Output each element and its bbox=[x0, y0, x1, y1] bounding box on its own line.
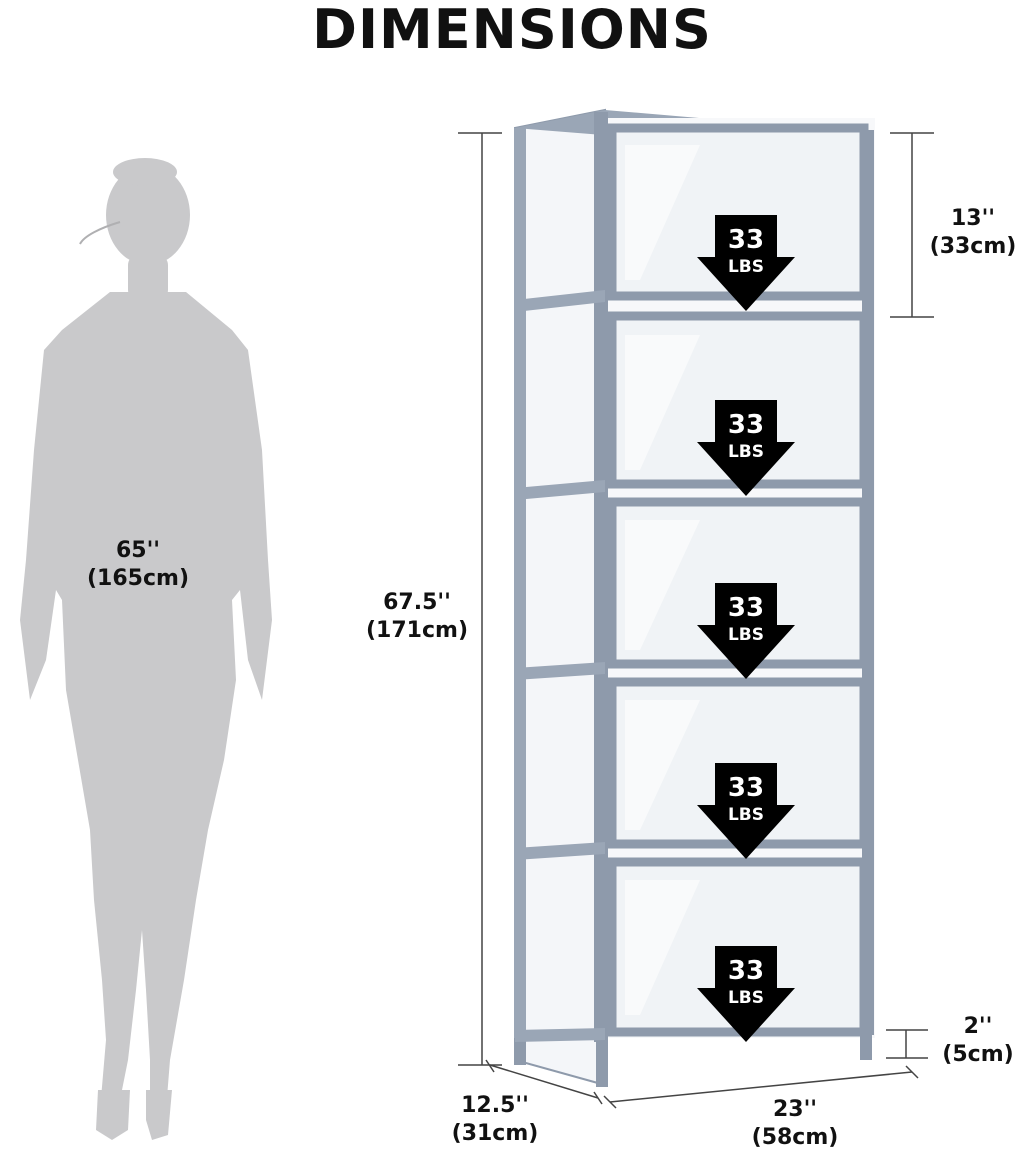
load-badge: 33 LBS bbox=[697, 763, 795, 859]
depth-imperial: 12.5'' bbox=[461, 1093, 529, 1118]
width-imperial: 23'' bbox=[772, 1097, 818, 1122]
cabinet bbox=[514, 108, 875, 1087]
person-silhouette bbox=[20, 158, 272, 1140]
load-badge: 33 LBS bbox=[697, 215, 795, 311]
down-arrow-icon bbox=[697, 215, 795, 311]
load-unit: LBS bbox=[727, 805, 765, 825]
load-value: 33 bbox=[727, 773, 765, 803]
load-unit: LBS bbox=[727, 442, 765, 462]
leg-height-metric: (5cm) bbox=[942, 1042, 1014, 1067]
load-unit: LBS bbox=[727, 988, 765, 1008]
load-badge: 33 LBS bbox=[697, 400, 795, 496]
total-height-metric: (171cm) bbox=[366, 618, 468, 643]
earring-detail bbox=[79, 221, 121, 245]
depth-line bbox=[485, 1059, 603, 1105]
width-line bbox=[603, 1065, 919, 1109]
load-value: 33 bbox=[727, 956, 765, 986]
load-unit: LBS bbox=[727, 625, 765, 645]
width-metric: (58cm) bbox=[751, 1125, 839, 1150]
leg-height-imperial: 2'' bbox=[963, 1014, 993, 1039]
total-height-imperial: 67.5'' bbox=[383, 590, 451, 615]
down-arrow-icon bbox=[697, 946, 795, 1042]
shelf-height-label: 13'' (33cm) bbox=[918, 205, 1024, 261]
down-arrow-icon bbox=[697, 583, 795, 679]
person-height-metric: (165cm) bbox=[87, 566, 189, 591]
load-unit: LBS bbox=[727, 257, 765, 277]
shelf-height-imperial: 13'' bbox=[950, 206, 996, 231]
depth-metric: (31cm) bbox=[451, 1121, 539, 1146]
down-arrow-icon bbox=[697, 763, 795, 859]
leg-height-line bbox=[886, 1029, 928, 1059]
depth-label: 12.5'' (31cm) bbox=[440, 1092, 550, 1148]
person-height-label: 65'' (165cm) bbox=[78, 537, 198, 593]
shelf-height-metric: (33cm) bbox=[929, 234, 1017, 259]
down-arrow-icon bbox=[697, 400, 795, 496]
width-label: 23'' (58cm) bbox=[735, 1096, 855, 1152]
load-value: 33 bbox=[727, 593, 765, 623]
total-height-line bbox=[458, 132, 502, 1066]
load-badge: 33 LBS bbox=[697, 946, 795, 1042]
person-height-imperial: 65'' bbox=[115, 538, 161, 563]
load-value: 33 bbox=[727, 225, 765, 255]
load-value: 33 bbox=[727, 410, 765, 440]
leg-height-label: 2'' (5cm) bbox=[928, 1013, 1024, 1069]
shelf-height-line bbox=[890, 132, 934, 318]
page-title: DIMENSIONS bbox=[312, 0, 712, 61]
load-badge: 33 LBS bbox=[697, 583, 795, 679]
total-height-label: 67.5'' (171cm) bbox=[352, 589, 482, 645]
